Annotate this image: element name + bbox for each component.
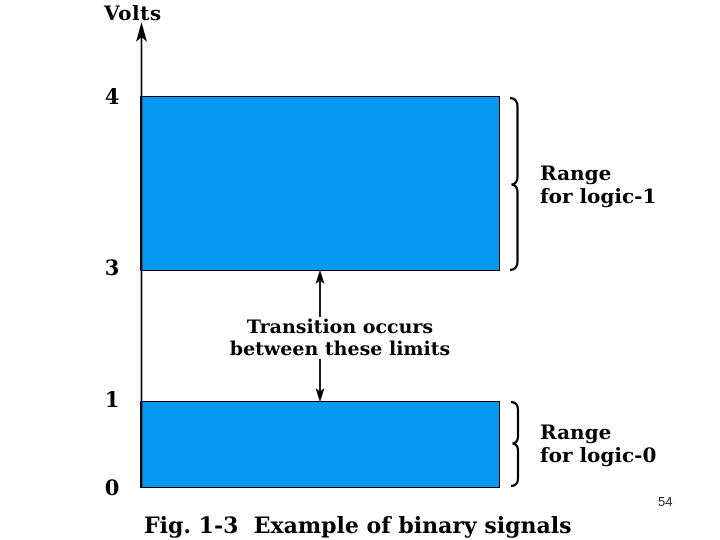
logic0-range-label-line1: Range: [540, 420, 612, 444]
logic0-range-rect: [140, 401, 500, 488]
tick-label-4: 4: [104, 84, 120, 109]
figure-caption: Fig. 1-3 Example of binary signals: [144, 513, 572, 539]
logic1-range-label-line2: for logic-1: [540, 184, 657, 208]
tick-label-0: 0: [104, 475, 120, 500]
transition-annotation: Transition occurs between these limits: [180, 316, 500, 360]
logic0-range-label: Range for logic-0: [540, 421, 656, 467]
tick-label-3: 3: [104, 255, 120, 280]
axis-title: Volts: [104, 1, 162, 25]
logic0-bracket: [510, 400, 520, 488]
transition-annotation-line2: between these limits: [229, 338, 451, 360]
transition-arrow-down-head-icon: [315, 388, 325, 402]
logic1-range-label: Range for logic-1: [540, 162, 656, 208]
logic0-range-label-line2: for logic-0: [540, 443, 657, 467]
logic1-range-label-line1: Range: [540, 161, 612, 185]
logic1-range-rect: [140, 96, 500, 271]
transition-arrow-up-head-icon: [315, 270, 325, 284]
tick-label-1: 1: [104, 387, 120, 412]
transition-annotation-line1: Transition occurs: [246, 316, 434, 338]
logic1-bracket: [509, 96, 519, 272]
page-number: 54: [658, 494, 673, 509]
axis-up-arrow-icon: [136, 22, 147, 42]
